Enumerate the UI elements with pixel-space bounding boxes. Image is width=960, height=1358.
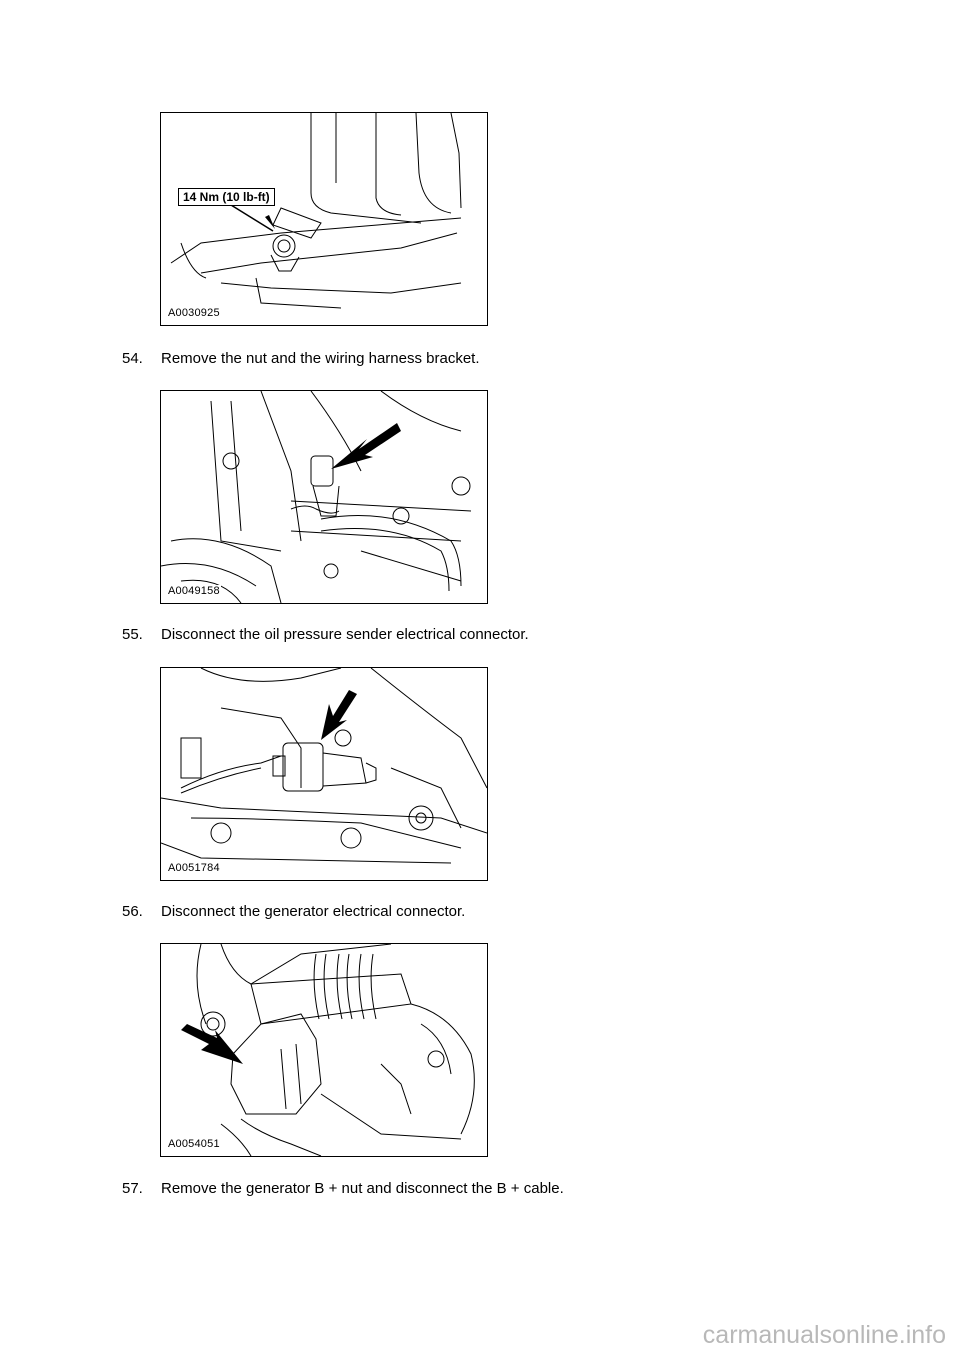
figure-a0054051: A0054051 — [160, 943, 488, 1157]
step-number: 54. — [122, 350, 143, 367]
illustration-oil-pressure-sender — [161, 668, 487, 864]
step-number: 56. — [122, 903, 143, 920]
figure-a0051784: A0051784 — [160, 667, 488, 881]
illustration-wiring-harness-bracket — [161, 391, 472, 603]
figure-id: A0049158 — [167, 585, 221, 597]
step-text: Disconnect the oil pressure sender elect… — [161, 626, 529, 643]
figure-id: A0030925 — [167, 307, 221, 319]
step-number: 55. — [122, 626, 143, 643]
step-55: 55. Disconnect the oil pressure sender el… — [122, 626, 529, 643]
step-56: 56. Disconnect the generator electrical c… — [122, 903, 465, 920]
step-text: Remove the generator B + nut and disconn… — [161, 1180, 564, 1197]
figure-id: A0054051 — [167, 1138, 221, 1150]
step-text: Remove the nut and the wiring harness br… — [161, 350, 480, 367]
figure-a0049158: A0049158 — [160, 390, 488, 604]
illustration-generator-connector — [181, 944, 475, 1156]
illustration-oil-pan-bolt — [170, 113, 462, 309]
torque-callout: 14 Nm (10 lb-ft) — [178, 188, 275, 206]
step-text: Disconnect the generator electrical conn… — [161, 903, 466, 920]
step-54: 54. Remove the nut and the wiring harness… — [122, 350, 480, 367]
figure-id: A0051784 — [167, 862, 221, 874]
step-57: 57. Remove the generator B + nut and disc… — [122, 1180, 564, 1197]
step-number: 57. — [122, 1180, 143, 1197]
watermark: carmanualsonline.info — [702, 1321, 946, 1349]
figure-a0030925: 14 Nm (10 lb-ft) A0030925 — [160, 112, 488, 326]
